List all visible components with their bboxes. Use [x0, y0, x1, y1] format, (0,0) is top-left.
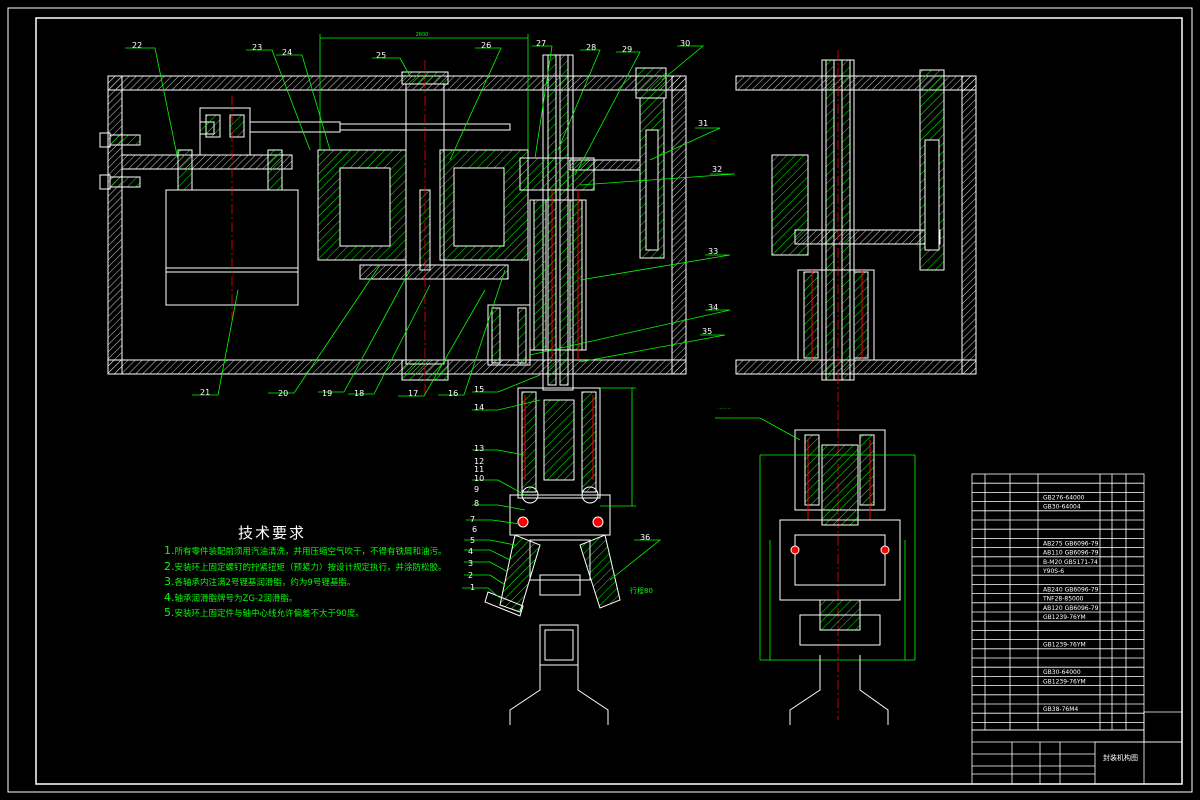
- part-label-10: 10: [474, 474, 484, 483]
- part-label-13: 13: [474, 444, 484, 453]
- parts-list: [971, 473, 1145, 731]
- part-label-21: 21: [200, 388, 210, 397]
- part-label-34: 34: [708, 303, 718, 312]
- part-label-27: 27: [536, 39, 546, 48]
- standard-code: Y90S-6: [1042, 568, 1064, 575]
- part-label-28: 28: [586, 43, 596, 52]
- part-label-35: 35: [702, 327, 712, 336]
- main-view: 2600: [99, 32, 687, 725]
- lower-assembly: [484, 387, 621, 617]
- stroke-note: 行程80: [630, 586, 653, 595]
- lever-arm: [569, 67, 667, 259]
- side-view: [735, 50, 977, 725]
- part-label-16: 16: [448, 389, 458, 398]
- side-lower: [779, 429, 901, 646]
- part-label-17: 17: [408, 389, 418, 398]
- drawing-frame: [7, 7, 1193, 793]
- standard-code: AB110 GB6096-79: [1043, 550, 1099, 557]
- cylinder-rod: [199, 121, 511, 135]
- side-housing: [735, 75, 977, 375]
- part-label-18: 18: [354, 389, 364, 398]
- part-label-5: 5: [470, 536, 475, 545]
- top-dimension-label: 2600: [416, 32, 429, 38]
- part-label-8: 8: [474, 499, 479, 508]
- side-view-note: ········: [718, 406, 731, 412]
- tech-requirement-item: 3.各轴承内注满2号锂基润滑脂，约为9号锂基脂。: [164, 575, 356, 588]
- standard-code: GB38-76M4: [1043, 706, 1078, 713]
- title-block: [971, 711, 1183, 785]
- tech-requirement-item: 2.安装环上固定螺钉的拧紧扭矩（预紧力）按设计规定执行，并涂防松胶。: [164, 559, 447, 573]
- drawing-name: 封装机构图: [1103, 753, 1138, 762]
- part-label-26: 26: [481, 41, 491, 50]
- lower-dimension: [600, 387, 636, 507]
- tech-requirement-item: 5.安装环上固定件与轴中心线允许偏差不大于90度。: [164, 606, 364, 619]
- standard-code: GB1239-76YM: [1043, 642, 1086, 649]
- part-label-7: 7: [470, 515, 475, 524]
- side-shaft: [771, 59, 945, 381]
- part-label-1: 1: [470, 583, 475, 592]
- standard-code: TNF28-85000: [1042, 596, 1084, 603]
- part-label-31: 31: [698, 119, 708, 128]
- standard-code: GB30-64004: [1043, 504, 1081, 511]
- part-label-14: 14: [474, 403, 484, 412]
- part-label-6: 6: [472, 525, 477, 534]
- standard-code: GB1239-76YM: [1043, 678, 1086, 685]
- part-label-30: 30: [680, 39, 690, 48]
- gear-box: [317, 149, 529, 261]
- top-dimension: [319, 34, 529, 150]
- standard-code: GB30-64000: [1043, 669, 1081, 676]
- standard-code: AB275 GB6096-79: [1043, 540, 1099, 547]
- housing: [107, 75, 687, 375]
- tech-requirement-item: 4.轴承润滑脂牌号为ZG-2润滑脂。: [164, 590, 298, 604]
- part-label-22: 22: [132, 41, 142, 50]
- part-label-9: 9: [474, 485, 479, 494]
- tech-requirements-list: 1.所有零件装配前须用汽油清洗，并用压缩空气吹干，不得有铁屑和油污。 2.安装环…: [164, 544, 447, 622]
- standard-code: GB276-64000: [1043, 494, 1085, 501]
- left-bracket: [99, 107, 293, 191]
- part-label-25: 25: [376, 51, 386, 60]
- tech-requirement-item: 1.所有零件装配前须用汽油清洗，并用压缩空气吹干，不得有铁屑和油污。: [164, 544, 447, 557]
- bottle: [509, 624, 609, 725]
- part-label-23: 23: [252, 43, 262, 52]
- standard-code: AB120 GB6096-79: [1043, 605, 1099, 612]
- part-label-3: 3: [468, 559, 473, 568]
- part-label-4: 4: [468, 547, 473, 556]
- part-label-33: 33: [708, 247, 718, 256]
- side-dimensions: [759, 454, 916, 661]
- part-label-2: 2: [468, 571, 473, 580]
- standard-code: B-M20 GB5171-74: [1043, 559, 1098, 566]
- standard-code: AB240 GB6096-79: [1043, 586, 1099, 593]
- part-label-11: 11: [474, 465, 484, 474]
- part-label-19: 19: [322, 389, 332, 398]
- part-label-15: 15: [474, 385, 484, 394]
- part-label-20: 20: [278, 389, 288, 398]
- part-label-36: 36: [640, 533, 650, 542]
- side-bottle: [789, 655, 889, 725]
- part-label-24: 24: [282, 48, 292, 57]
- leader-lines: [125, 45, 801, 599]
- standard-code: GB1239-76YM: [1043, 614, 1086, 621]
- part-label-32: 32: [712, 165, 722, 174]
- part-label-12: 12: [474, 457, 484, 466]
- part-label-29: 29: [622, 45, 632, 54]
- tech-requirements-title: 技术要求: [238, 524, 307, 542]
